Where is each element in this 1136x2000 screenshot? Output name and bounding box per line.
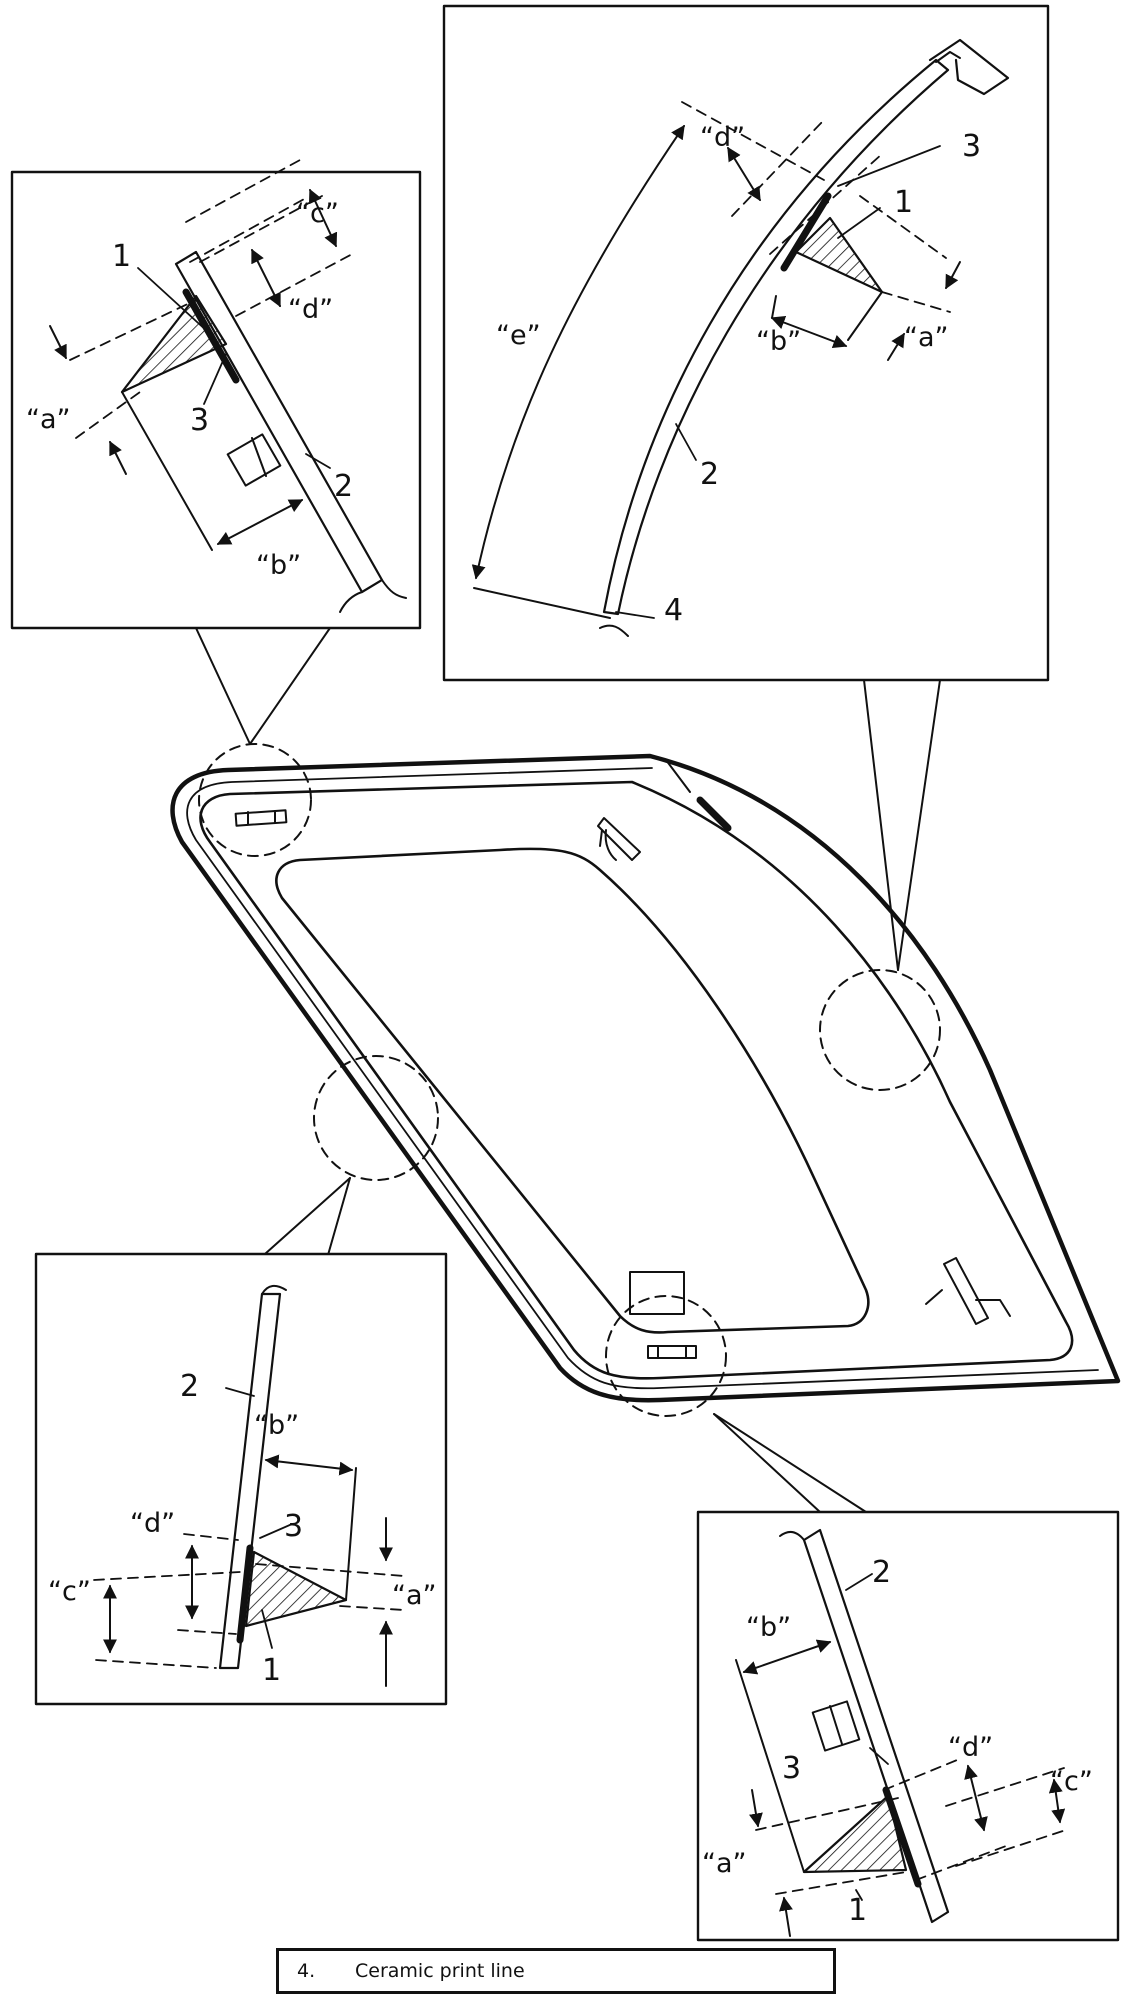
urethane-adhesive-bead xyxy=(802,1794,908,1874)
label-a-top-right: “a” xyxy=(904,322,949,353)
label-4-top-right: 4 xyxy=(664,593,683,628)
label-2-top-right: 2 xyxy=(700,457,719,492)
detail-view-top-right xyxy=(442,4,1050,682)
label-b-top-left: “b” xyxy=(256,550,301,581)
label-b-top-right: “b” xyxy=(756,326,801,357)
fastener-clip-top-right xyxy=(597,817,641,861)
label-3-bottom-right: 3 xyxy=(782,1751,801,1786)
urethane-adhesive-bead xyxy=(244,1550,348,1628)
fastener-clip-bottom xyxy=(629,1271,697,1359)
detail-circle-right xyxy=(819,969,941,1091)
label-2-top-left: 2 xyxy=(334,469,353,504)
label-a-bottom-right: “a” xyxy=(702,1848,747,1879)
label-b-bottom-left: “b” xyxy=(254,1410,299,1441)
detail-circle-top-left xyxy=(198,743,312,857)
callout-leaders xyxy=(195,627,941,1513)
label-3-bottom-left: 3 xyxy=(284,1509,303,1544)
legend-item-text: Ceramic print line xyxy=(355,1960,525,1982)
quarter-glass-main-view xyxy=(170,743,1121,1417)
fastener-clip-top-left xyxy=(234,809,288,827)
label-d-top-left: “d” xyxy=(288,294,333,325)
glass-outer-edge xyxy=(170,753,1121,1403)
detail-view-bottom-left xyxy=(34,1252,448,1706)
detail-view-bottom-right xyxy=(696,1510,1120,1942)
label-2-bottom-right: 2 xyxy=(872,1555,891,1590)
label-1-bottom-left: 1 xyxy=(262,1653,281,1688)
urethane-adhesive-bead xyxy=(794,216,884,294)
legend-item-number: 4. xyxy=(297,1960,316,1982)
label-d-top-right: “d” xyxy=(700,122,745,153)
label-3-top-right: 3 xyxy=(962,129,981,164)
detail-circle-left xyxy=(313,1055,439,1181)
fastener-clip-right xyxy=(925,1257,1011,1325)
diagram-labels: 1 3 2 “c” “d” “a” “b” 3 1 2 4 “d” “e” “b… xyxy=(26,122,1093,1928)
label-a-bottom-left: “a” xyxy=(392,1580,437,1611)
legend-box: 4. Ceramic print line xyxy=(276,1948,836,1994)
label-d-bottom-left: “d” xyxy=(130,1508,175,1539)
label-1-top-left: 1 xyxy=(112,239,131,274)
detail-circle-bottom xyxy=(605,1295,727,1417)
label-b-bottom-right: “b” xyxy=(746,1612,791,1643)
label-c-bottom-right: “c” xyxy=(1050,1766,1093,1797)
label-a-top-left: “a” xyxy=(26,404,71,435)
detail-view-top-left xyxy=(10,159,422,630)
label-c-bottom-left: “c” xyxy=(48,1576,91,1607)
glass-inner-view-area xyxy=(275,847,870,1334)
label-d-bottom-right: “d” xyxy=(948,1732,993,1763)
label-c-top-left: “c” xyxy=(296,198,339,229)
urethane-adhesive-bead xyxy=(120,294,228,394)
ceramic-print-line xyxy=(236,1544,254,1644)
label-e-top-right: “e” xyxy=(496,320,541,351)
label-2-bottom-left: 2 xyxy=(180,1369,199,1404)
label-1-bottom-right: 1 xyxy=(848,1893,867,1928)
label-1-top-right: 1 xyxy=(894,185,913,220)
label-3-top-left: 3 xyxy=(190,403,209,438)
ceramic-frame xyxy=(199,780,1074,1380)
